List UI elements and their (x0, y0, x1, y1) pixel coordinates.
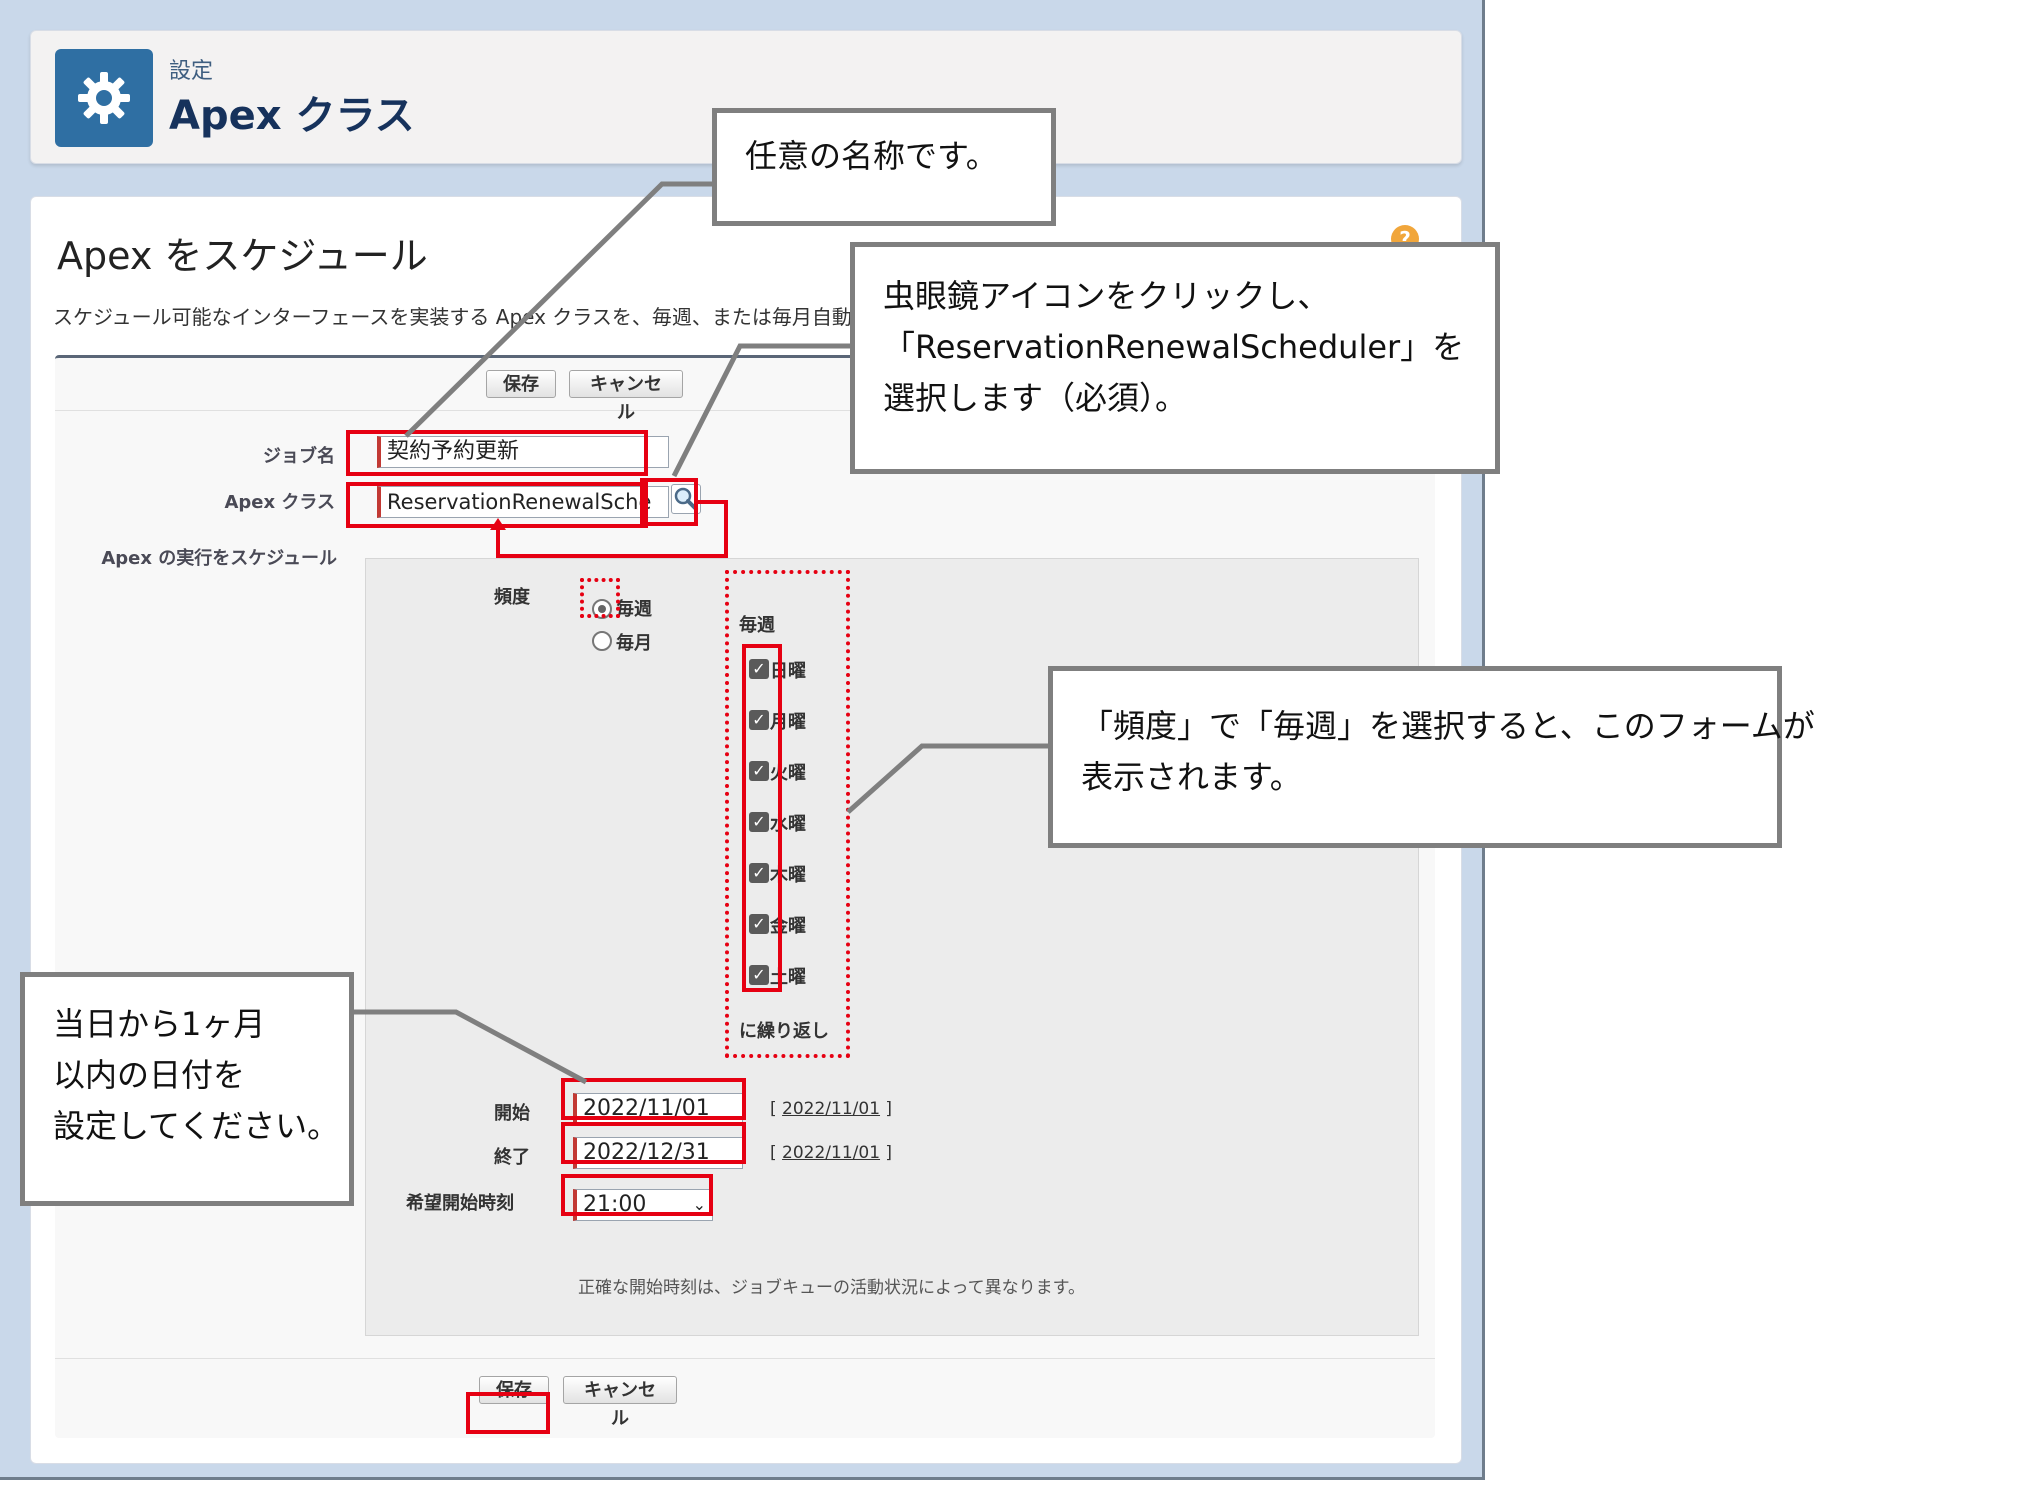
callout-date-line: 当日から1ヶ月 (53, 1005, 266, 1043)
callout-frequency-line: 「頻度」で「毎週」を選択すると、このフォームが (1081, 707, 1815, 745)
save-button-bottom[interactable]: 保存 (479, 1376, 549, 1404)
highlight-weekly-form (725, 570, 850, 1058)
end-label: 終了 (494, 1147, 530, 1168)
job-name-input[interactable]: 契約予約更新 (377, 436, 669, 468)
callout-frequency: 「頻度」で「毎週」を選択すると、このフォームが 表示されます。 (1048, 666, 1815, 848)
highlight-lookup (640, 478, 698, 526)
day-checkbox[interactable]: ✓ (749, 710, 769, 730)
repeat-suffix: に繰り返し (739, 1021, 829, 1042)
chevron-down-icon: ⌄ (692, 1195, 706, 1214)
leader-name (404, 181, 712, 438)
header-subtitle[interactable]: 設定 (169, 59, 214, 84)
top-button-row: 保存 キャンセル (55, 358, 1435, 423)
callout-date-line: 以内の日付を (53, 1056, 246, 1095)
schedule-label: Apex の実行をスケジュール (101, 548, 337, 569)
callout-name-line: 任意の名称です。 (745, 137, 998, 175)
highlight-job-name (346, 430, 648, 476)
frequency-weekly-label: 毎週 (616, 599, 652, 620)
lookup-arrowhead (490, 518, 506, 530)
callout-name: 任意の名称です。 (712, 108, 1056, 226)
callout-lookup-line: 選択します（必須）。 (883, 379, 1188, 418)
highlight-save-bottom (466, 1392, 550, 1434)
bottom-separator (55, 1358, 1435, 1359)
highlight-preferred-time (561, 1174, 713, 1216)
frequency-monthly-label: 毎月 (616, 633, 652, 654)
day-checkbox[interactable]: ✓ (749, 812, 769, 832)
callout-frequency-line: 表示されます。 (1081, 758, 1302, 797)
highlight-start-date (561, 1078, 746, 1120)
cancel-button-bottom[interactable]: キャンセル (563, 1376, 677, 1429)
day-checkbox[interactable]: ✓ (749, 914, 769, 934)
setup-tile (55, 49, 153, 147)
callout-lookup-line: 虫眼鏡アイコンをクリックし、 (883, 277, 1330, 315)
apex-class-label: Apex クラス (224, 492, 335, 513)
leader-date (352, 1009, 588, 1085)
save-button-top[interactable]: 保存 (486, 370, 556, 398)
day-checkbox[interactable]: ✓ (749, 659, 769, 679)
highlight-weekday-checkboxes (742, 644, 782, 992)
start-label: 開始 (494, 1103, 530, 1124)
leader-frequency (846, 743, 1050, 814)
cancel-button-top[interactable]: キャンセル (569, 370, 683, 423)
start-today-link[interactable]: [ 2022/11/01 ] (770, 1099, 893, 1119)
gear-icon (78, 72, 130, 124)
day-checkbox[interactable]: ✓ (749, 761, 769, 781)
highlight-weekly-radio (580, 578, 620, 618)
page-title: Apex をスケジュール (57, 234, 428, 278)
header-title: Apex クラス (169, 93, 415, 139)
callout-lookup: 虫眼鏡アイコンをクリックし、 「ReservationRenewalSchedu… (850, 242, 1500, 474)
start-time-note: 正確な開始時刻は、ジョブキューの活動状況によって異なります。 (578, 1278, 1085, 1298)
leader-lookup (671, 343, 856, 478)
end-today-link[interactable]: [ 2022/11/01 ] (770, 1143, 893, 1163)
job-name-label: ジョブ名 (263, 446, 335, 467)
page-description: スケジュール可能なインターフェースを実装する Apex クラスを、毎週、または毎… (53, 305, 872, 329)
callout-date-line: 設定してください。 (53, 1107, 340, 1146)
lookup-arrow (496, 500, 728, 558)
frequency-monthly-radio[interactable] (592, 631, 612, 651)
weekly-heading: 毎週 (739, 615, 775, 636)
callout-lookup-line: 「ReservationRenewalScheduler」を (883, 328, 1465, 367)
day-checkbox[interactable]: ✓ (749, 863, 769, 883)
preferred-time-label: 希望開始時刻 (406, 1193, 514, 1214)
callout-date: 当日から1ヶ月 以内の日付を 設定してください。 (20, 972, 354, 1206)
apex-class-input[interactable]: ReservationRenewalSche (377, 486, 669, 518)
frequency-label: 頻度 (494, 587, 530, 608)
day-checkbox[interactable]: ✓ (749, 965, 769, 985)
start-today-value[interactable]: 2022/11/01 (782, 1099, 881, 1119)
highlight-end-date (561, 1122, 746, 1164)
end-today-value[interactable]: 2022/11/01 (782, 1143, 881, 1163)
